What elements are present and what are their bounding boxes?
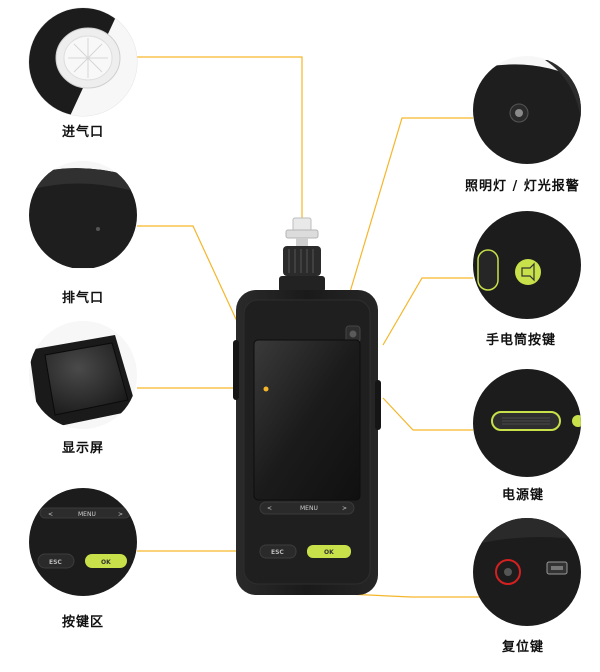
zoom-ok-label: OK [101,559,111,566]
ok-button[interactable] [307,545,351,558]
zoom-nav-right: > [118,511,123,518]
label-light-alarm: 照明灯 / 灯光报警 [465,179,580,194]
leader-line-intake [137,56,303,218]
zoom-flashlight-key [473,211,581,319]
label-reset-key: 复位键 [502,640,545,655]
leader-line-exhaust [137,225,242,331]
zoom-exhaust [29,161,137,269]
esc-button[interactable] [259,544,297,559]
nav-right: > [342,505,347,512]
leader-line-power [382,397,473,431]
zoom-reset-key [473,518,581,626]
label-keypad: 按键区 [62,615,105,630]
intake-cap [283,246,321,276]
zoom-esc-label: ESC [49,559,62,566]
label-display: 显示屏 [62,441,105,456]
label-exhaust: 排气口 [62,291,105,306]
zoom-menu-label: MENU [78,511,96,518]
zoom-power-key [473,369,581,477]
ok-label: OK [324,549,334,556]
leader-line-flashlight [382,277,473,346]
leader-line-light [349,117,473,293]
display-screen [253,339,361,501]
gas-detector-device: < MENU > ESC OK [233,217,381,595]
zoom-intake [28,7,138,117]
zoom-esc-button [37,553,75,569]
leader-lines [137,56,488,598]
zoom-keypad: < MENU > ESC OK [29,488,137,596]
esc-label: ESC [271,549,284,556]
zoom-display [29,321,137,429]
zoom-light-alarm [473,56,581,164]
nav-left: < [267,505,272,512]
label-flashlight-key: 手电筒按键 [486,333,557,348]
label-power-key: 电源键 [502,488,545,503]
label-intake: 进气口 [62,125,105,140]
nav-menu-label: MENU [300,505,318,512]
nav-bar [259,501,355,515]
zoom-ok-button [85,554,127,568]
zoom-nav-left: < [48,511,53,518]
